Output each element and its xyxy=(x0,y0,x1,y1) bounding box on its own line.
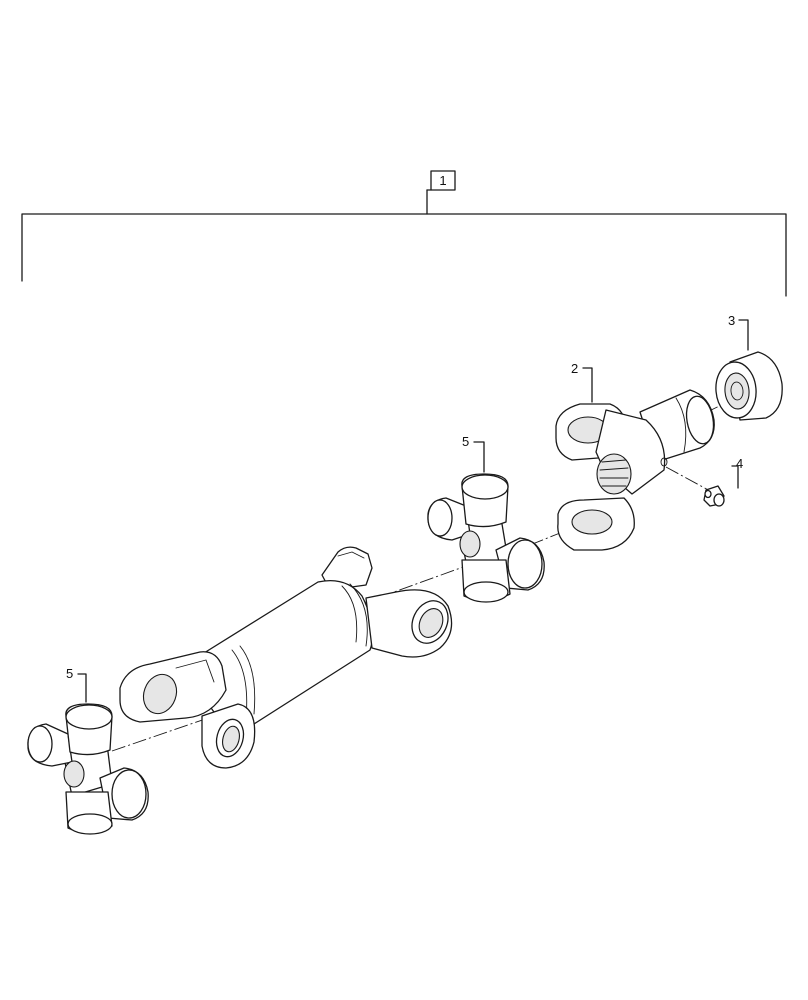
callout-3-label: 3 xyxy=(728,313,735,328)
grease-fitting xyxy=(703,485,725,507)
callout-5-upper-label: 5 xyxy=(462,434,469,449)
callout-box-1 xyxy=(430,170,456,191)
universal-joint-cross-lower xyxy=(27,703,149,835)
callout-4-label: 4 xyxy=(736,456,743,471)
slip-yoke xyxy=(555,389,715,551)
callout-5-lower-label: 5 xyxy=(66,666,73,681)
universal-joint-cross-upper xyxy=(427,473,545,603)
callout-2-label: 2 xyxy=(571,361,578,376)
callout-leaders xyxy=(77,319,749,703)
seal xyxy=(715,351,783,421)
assembly-bracket: 1 xyxy=(21,170,787,297)
callout-1-label: 1 xyxy=(439,173,446,188)
driveshaft-tube xyxy=(119,546,453,769)
